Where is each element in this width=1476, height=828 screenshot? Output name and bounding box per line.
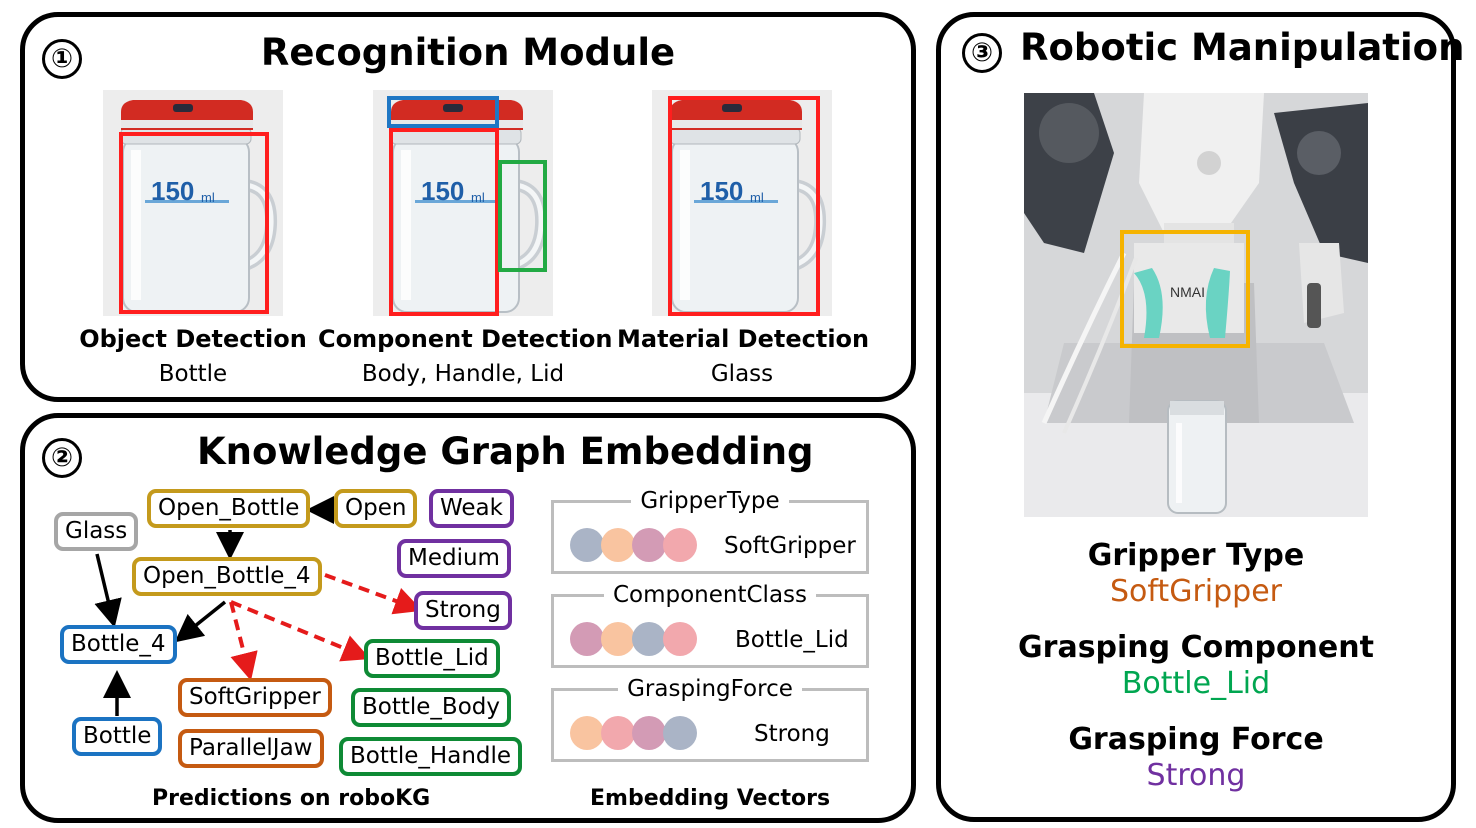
handle-bounding-box [498, 160, 547, 272]
node-bottle-body: Bottle_Body [351, 688, 511, 727]
component-detection-label: Component Detection [318, 325, 613, 353]
node-open-bottle: Open_Bottle [147, 489, 311, 528]
result-grasping-component-value: Bottle_Lid [1121, 666, 1271, 701]
recognition-module-panel: ① Recognition Module 150 ml 150 ml 150 m… [20, 12, 916, 402]
embedding-value: Bottle_Lid [735, 627, 849, 653]
material-detection-image: 150 ml [652, 90, 832, 316]
embedding-title: GripperType [631, 488, 789, 514]
node-strong: Strong [414, 591, 512, 630]
vector-dot [570, 622, 604, 656]
vector-dot [663, 528, 697, 562]
step-number-2: ② [42, 438, 82, 478]
vector-dot [663, 622, 697, 656]
material-detection-label: Material Detection [617, 325, 870, 353]
result-grasping-force-label: Grasping Force [1068, 722, 1324, 757]
vector-dot [601, 622, 635, 656]
node-bottle-4: Bottle_4 [60, 625, 177, 664]
step-number-1: ① [42, 39, 82, 79]
object-detection-image: 150 ml [103, 90, 283, 316]
jar-unit-text: ml [750, 190, 764, 205]
edge-openbottle4-to-bottle4 [174, 600, 227, 643]
embedding-gripper-type: GripperType SoftGripper [551, 488, 869, 574]
embedding-value: SoftGripper [724, 533, 856, 559]
predictions-caption: Predictions on roboKG [152, 786, 431, 811]
step-number-3: ③ [962, 33, 1002, 73]
grasp-bounding-box [1120, 230, 1250, 348]
object-detection-caption: Object Detection Bottle [73, 325, 313, 387]
material-bounding-box [668, 96, 820, 316]
result-gripper-type-value: SoftGripper [1110, 574, 1282, 609]
embedding-title: GraspingForce [618, 676, 802, 702]
jar-label-text: 150 [700, 176, 743, 206]
vector-dot [570, 716, 604, 750]
node-bottle-handle: Bottle_Handle [339, 737, 523, 776]
embedding-vector [570, 528, 697, 566]
jar-label-text: 150 [151, 176, 194, 206]
lid-bounding-box [387, 96, 499, 128]
embedding-vector [570, 622, 697, 660]
node-open-bottle-4: Open_Bottle_4 [132, 557, 322, 596]
vector-dot [601, 528, 635, 562]
node-bottle: Bottle [72, 717, 163, 756]
vector-dot [632, 716, 666, 750]
node-paralleljaw: ParallelJaw [178, 729, 324, 768]
node-open: Open [334, 489, 418, 528]
jar-unit-text: ml [201, 190, 215, 205]
result-grasping-component-label: Grasping Component [1018, 630, 1374, 665]
edge-openbottle4-to-strong [324, 573, 423, 615]
jar-unit-text: ml [471, 190, 485, 205]
object-bounding-box [119, 132, 269, 314]
recognition-module-title: Recognition Module [260, 31, 676, 74]
vector-dot [663, 716, 697, 750]
graph-edges [94, 496, 423, 716]
node-bottle-lid: Bottle_Lid [364, 639, 500, 678]
robot-photo: NMAI [1024, 93, 1368, 517]
vector-dot [601, 716, 635, 750]
edge-glass-to-bottle4 [94, 553, 122, 628]
node-glass: Glass [54, 512, 139, 551]
embedding-vectors-caption: Embedding Vectors [590, 786, 831, 811]
embedding-vector [570, 716, 697, 754]
component-detection-caption: Component Detection Body, Handle, Lid [318, 325, 613, 387]
result-grasping-force: Grasping Force Strong [940, 722, 1452, 794]
component-detection-value: Body, Handle, Lid [361, 361, 565, 387]
result-gripper-type-label: Gripper Type [1087, 538, 1305, 573]
jar-label-text: 150 [421, 176, 464, 206]
node-weak: Weak [429, 489, 514, 528]
result-grasping-force-value: Strong [1146, 758, 1246, 793]
material-detection-value: Glass [710, 361, 774, 387]
edge-openbottle4-to-softgripper [229, 601, 258, 681]
node-medium: Medium [397, 539, 511, 578]
knowledge-graph-title: Knowledge Graph Embedding [197, 430, 814, 473]
embedding-component-class: ComponentClass Bottle_Lid [551, 582, 869, 668]
embedding-value: Strong [754, 721, 830, 747]
embedding-title: ComponentClass [603, 582, 817, 608]
knowledge-graph-panel: ② Knowledge Graph Embedding Glass Open_B… [20, 413, 916, 823]
edge-openbottle4-to-bottlelid [230, 600, 371, 662]
node-softgripper: SoftGripper [178, 678, 332, 717]
object-detection-label: Object Detection [79, 325, 307, 353]
object-detection-value: Bottle [158, 361, 228, 387]
result-grasping-component: Grasping Component Bottle_Lid [940, 630, 1452, 702]
robotic-manipulation-title: Robotic Manipulation [1020, 26, 1465, 69]
vector-dot [632, 622, 666, 656]
body-bounding-box [389, 128, 499, 316]
embedding-grasping-force: GraspingForce Strong [551, 676, 869, 762]
component-detection-image: 150 ml [373, 90, 553, 316]
vector-dot [632, 528, 666, 562]
gripper-sign-text: NMAI [1170, 284, 1205, 300]
result-gripper-type: Gripper Type SoftGripper [940, 538, 1452, 610]
material-detection-caption: Material Detection Glass [617, 325, 870, 387]
vector-dot [570, 528, 604, 562]
